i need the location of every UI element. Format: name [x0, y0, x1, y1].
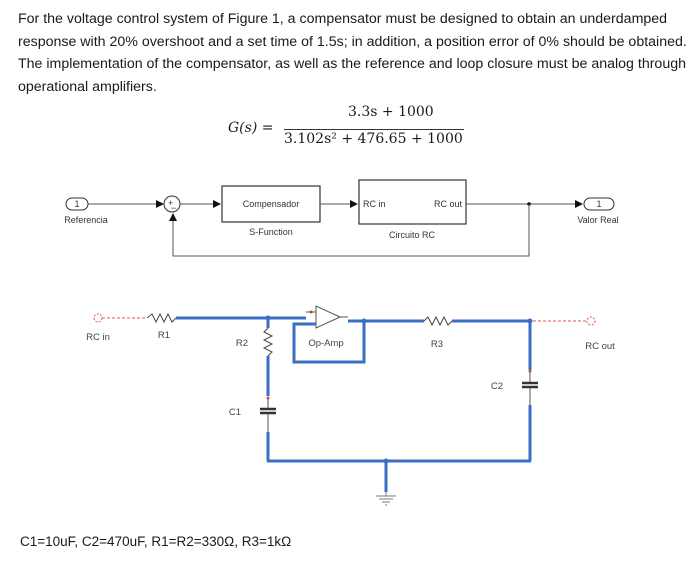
rc-out-port[interactable]	[586, 316, 596, 326]
rc-out-label: RC out	[585, 341, 615, 352]
rc-in-label: RC in	[86, 332, 110, 343]
plant-block[interactable]	[358, 179, 467, 225]
rc-circuit: RC in R1 R2 C1 Op-Amp R3	[86, 305, 615, 506]
input-port-label: Referencia	[64, 215, 108, 225]
input-port-number: 1	[74, 199, 79, 209]
r3-label: R3	[431, 339, 443, 350]
plant-out-port: RC out	[434, 199, 463, 209]
output-port-number: 1	[596, 199, 601, 209]
c2-label: C2	[491, 381, 503, 392]
output-port[interactable]	[583, 197, 615, 211]
block-diagram: 1 Referencia + − Compensador S-Function …	[64, 179, 619, 257]
r1-resistor[interactable]	[146, 312, 177, 324]
tf-denominator: 3.102s² + 476.65 + 1000	[284, 131, 463, 147]
tf-lhs: G(s) =	[228, 120, 274, 136]
r2-resistor[interactable]	[262, 327, 274, 357]
component-values: C1=10uF, C2=470uF, R1=R2=330Ω, R3=1kΩ	[20, 534, 292, 549]
tf-fraction-bar	[284, 129, 464, 130]
r1-label: R1	[158, 330, 170, 341]
opamp-symbol[interactable]	[315, 305, 342, 329]
r3-resistor[interactable]	[423, 315, 453, 327]
tf-numerator: 3.3s + 1000	[348, 104, 434, 120]
c1-label: C1	[229, 407, 241, 418]
opamp-label: Op-Amp	[308, 338, 343, 349]
output-port-label: Valor Real	[577, 215, 618, 225]
sum-minus: −	[171, 203, 176, 213]
problem-statement: For the voltage control system of Figure…	[18, 11, 687, 95]
compensator-label: Compensador	[243, 199, 300, 209]
opamp-feedback-wire	[292, 322, 366, 364]
r2-label: R2	[236, 338, 248, 349]
ground-icon	[376, 492, 396, 506]
sum-plus: +	[168, 198, 173, 208]
feedback-path	[169, 204, 530, 257]
rc-in-port[interactable]	[93, 313, 103, 323]
plant-caption: Circuito RC	[389, 230, 436, 240]
compensator-block[interactable]	[221, 185, 321, 223]
plant-in-port: RC in	[363, 199, 386, 209]
compensator-caption: S-Function	[249, 227, 293, 237]
